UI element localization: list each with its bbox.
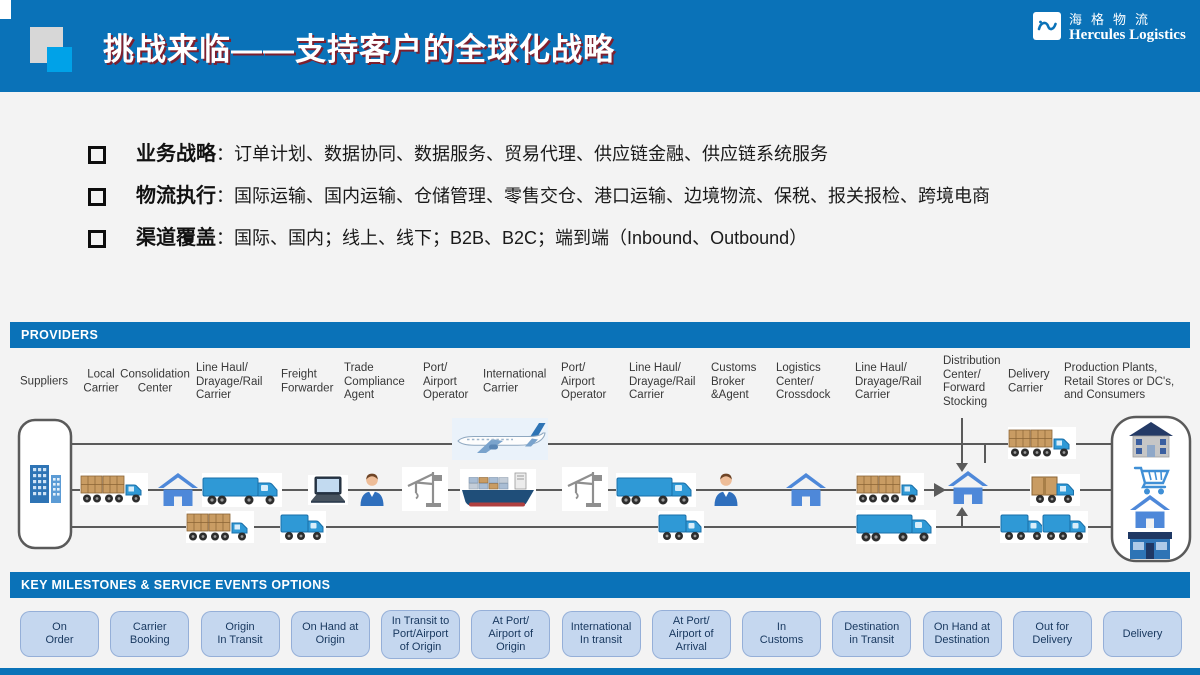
bullet-row: 渠道覆盖 ：国际、国内；线上、线下；B2B、B2C；端到端（Inbound、Ou… [88,226,1168,257]
header-bar: 挑战来临——支持客户的全球化战略 海格物流 Hercules Logistics [0,0,1200,92]
milestone-in-customs: In Customs [742,611,821,657]
box-truck-icon [1041,510,1089,544]
provider-label-delivery-carrier: Delivery Carrier [1008,368,1050,395]
bullet-row: 物流执行 ：国际运输、国内运输、仓储管理、零售交仓、港口运输、边境物流、保税、报… [88,184,1168,215]
logo-text: 海格物流 Hercules Logistics [1069,12,1186,44]
port-crane-icon [560,465,610,513]
semi-truck-icon [201,472,283,508]
milestone-on-hand-origin: On Hand at Origin [290,611,370,657]
bullet-list: 业务战略 ：订单计划、数据协同、数据服务、贸易代理、供应链金融、供应链系统服务 … [88,142,1168,268]
semi-truck-icon [615,472,697,508]
milestones-bar: KEY MILESTONES & SERVICE EVENTS OPTIONS [10,572,1190,598]
milestone-transit-to-port: In Transit to Port/Airport of Origin [381,609,460,659]
provider-label-linehaul-2: Line Haul/ Drayage/Rail Carrier [629,361,696,401]
company-logo: 海格物流 Hercules Logistics [1033,12,1186,44]
provider-label-linehaul-1: Line Haul/ Drayage/Rail Carrier [196,361,263,401]
arrow-up-icon [956,507,968,516]
box-truck-icon [279,510,327,544]
logo-text-en: Hercules Logistics [1069,27,1186,43]
providers-bar: PROVIDERS [10,322,1190,348]
box-truck-icon [657,510,705,544]
bullet-label: 物流执行 [136,185,216,207]
milestone-out-for-delivery: Out for Delivery [1012,611,1092,657]
provider-label-distribution: Distribution Center/ Forward Stocking [943,355,1001,408]
provider-label-freight-forwarder: Freight Forwarder [281,368,334,395]
port-crane-icon [400,465,450,513]
bullet-label: 渠道覆盖 [136,227,216,249]
milestone-at-port-origin: At Port/ Airport of Origin [471,609,551,659]
milestone-destination-transit: Destination in Transit [832,611,912,657]
cargo-truck-icon [79,472,149,506]
parcel-truck-icon [1028,472,1082,508]
provider-label-trade-compliance: Trade Compliance Agent [344,361,405,401]
arrow-down-icon [956,463,968,472]
decor-square-blue [47,47,72,72]
semi-truck-icon [855,509,937,545]
bullet-label: 业务战略 [136,143,216,165]
milestone-carrier-booking: Carrier Booking [110,611,190,657]
airplane-icon [451,417,549,461]
logo-text-cn: 海格物流 [1069,12,1158,27]
provider-label-port-operator-2: Port/ Airport Operator [561,361,607,401]
container-ship-icon [459,468,537,512]
milestone-origin-in-transit: Origin In Transit [200,611,280,657]
consumers-node [1110,415,1192,563]
milestone-on-hand-destination: On Hand at Destination [922,611,1002,657]
box-truck-icon [999,510,1047,544]
storefront-icon [1128,532,1172,559]
milestone-delivery: Delivery [1103,611,1182,657]
supply-chain-diagram [0,415,1200,567]
provider-label-suppliers: Suppliers [20,375,68,388]
milestones-row: On Order Carrier Booking Origin In Trans… [20,604,1182,664]
milestone-on-order: On Order [20,611,99,657]
warehouse-house-icon [158,473,198,506]
cargo-truck-icon [1007,426,1077,460]
provider-label-consolidation: Consolidation Center [120,368,190,395]
square-bullet-icon [88,230,106,248]
wave-logo-icon [1033,12,1061,40]
provider-label-port-operator-1: Port/ Airport Operator [423,361,469,401]
provider-label-consumers: Production Plants, Retail Stores or DC's… [1064,361,1175,401]
bullet-text: ：国际运输、国内运输、仓储管理、零售交仓、港口运输、边境物流、保税、报关报检、跨… [216,186,990,206]
arrow-right-icon [934,483,946,497]
provider-label-customs-broker: Customs Broker &Agent [711,361,757,401]
provider-label-local-carrier: Local Carrier [83,368,119,395]
cargo-truck-icon [185,510,255,544]
bullet-text: ：订单计划、数据协同、数据服务、贸易代理、供应链金融、供应链系统服务 [216,144,828,164]
bullet-text: ：国际、国内；线上、线下；B2B、B2C；端到端（Inbound、Outboun… [216,228,808,248]
milestone-at-port-arrival: At Port/ Airport of Arrival [651,609,731,659]
slide-title: 挑战来临——支持客户的全球化战略 [103,32,615,67]
square-bullet-icon [88,146,106,164]
cargo-truck-icon [855,472,925,506]
provider-label-linehaul-3: Line Haul/ Drayage/Rail Carrier [855,361,922,401]
laptop-icon [307,474,349,506]
provider-label-logistics-center: Logistics Center/ Crossdock [776,361,831,401]
provider-labels-row: Suppliers Local Carrier Consolidation Ce… [0,349,1200,415]
footer-accent-bar [0,668,1200,675]
provider-label-intl-carrier: International Carrier [483,368,547,395]
logistics-center-house-icon [786,473,826,506]
distribution-house-icon [948,471,988,504]
milestone-intl-in-transit: International In transit [561,611,641,657]
corner-notch [0,0,11,19]
square-bullet-icon [88,188,106,206]
bullet-row: 业务战略 ：订单计划、数据协同、数据服务、贸易代理、供应链金融、供应链系统服务 [88,142,1168,173]
